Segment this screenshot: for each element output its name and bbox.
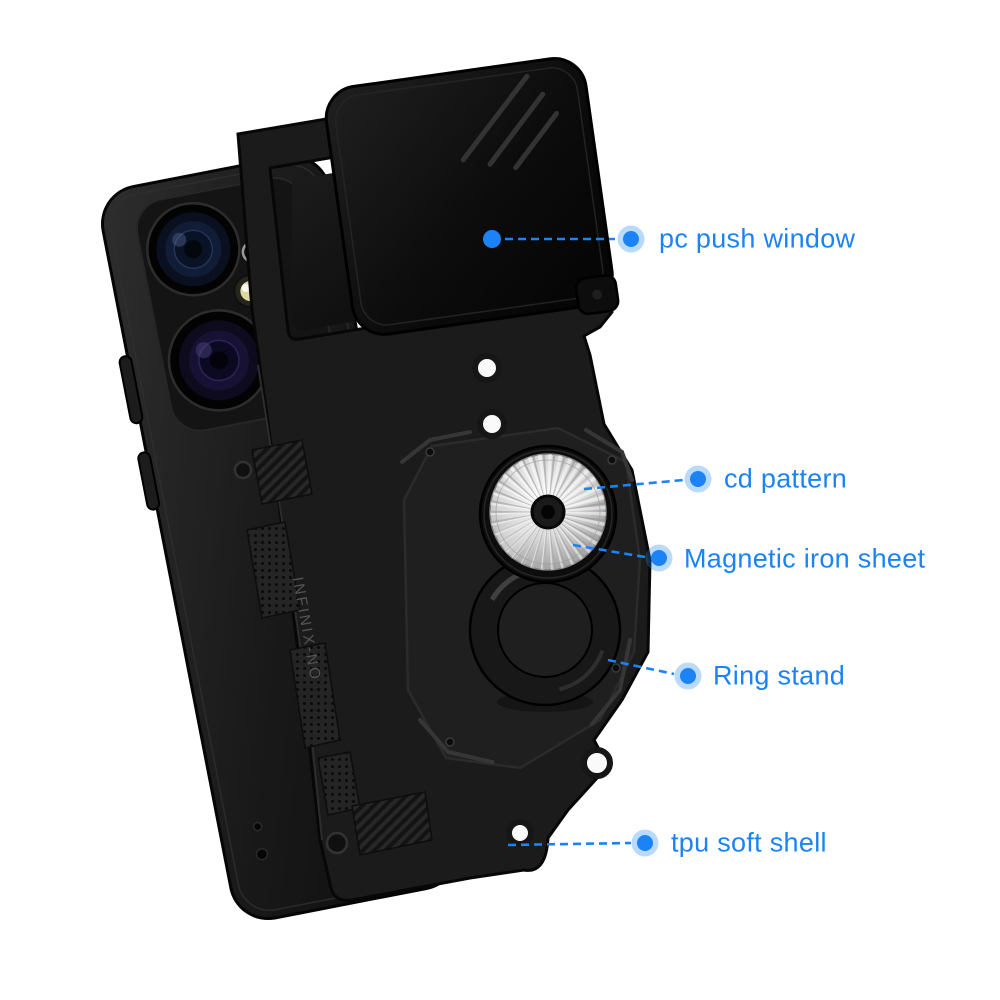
annotation-dot: [690, 471, 706, 487]
armor-rivet: [607, 455, 617, 465]
annotation-label-tpu-soft-shell: tpu soft shell: [671, 827, 827, 858]
mounting-hole: [477, 409, 507, 439]
cover-diagonal-marks: [460, 73, 560, 171]
annotation-leader-line: [583, 478, 685, 491]
annotation-leader-line: [607, 658, 675, 676]
annotation-leader-line: [507, 841, 632, 847]
annotation-label-ring-stand: Ring stand: [713, 660, 846, 691]
cd-sheen: [548, 468, 604, 512]
recessed-detail: [233, 460, 253, 480]
armor-rivet: [425, 447, 435, 457]
mounting-hole: [472, 353, 502, 383]
magnetic-iron-sheet-rim: [483, 449, 613, 579]
annotation-label-pc-push-window: pc push window: [659, 223, 856, 254]
annotation-label-cd-pattern: cd pattern: [724, 463, 848, 494]
cover-tab-notch: [592, 289, 603, 300]
grip-texture-patch: [289, 642, 341, 749]
armor-accent-lines: [400, 428, 634, 764]
grip-texture-patch: [251, 439, 313, 505]
pc-push-window-cover: [324, 57, 620, 336]
annotation-dot: [680, 668, 696, 684]
annotation-dot: [651, 550, 667, 566]
camera-lens-bottom: [167, 309, 271, 412]
annotation-anchor-dot: [483, 230, 501, 248]
armor-rivet: [611, 663, 621, 673]
annotation-pc-push-window: [483, 225, 645, 253]
recessed-detail: [325, 831, 349, 855]
annotation-magnetic-iron-sheet: [572, 543, 673, 572]
camera-lens-top: [146, 201, 241, 297]
cd-pattern-disc: [489, 453, 607, 571]
annotation-dot: [623, 231, 639, 247]
power-button: [137, 451, 161, 511]
mounting-hole: [506, 819, 534, 847]
annotation-tpu-soft-shell: [507, 829, 659, 857]
case-mic-hole: [252, 821, 263, 832]
armor-rivet: [445, 737, 455, 747]
case-port-hole: [255, 847, 269, 861]
annotation-label-magnetic-iron-sheet: Magnetic iron sheet: [684, 543, 926, 574]
annotation-ring-stand: [607, 658, 702, 690]
cd-sheen: [496, 512, 548, 559]
grip-texture-patch: [351, 791, 433, 856]
grip-texture-patch: [246, 521, 301, 619]
volume-button: [118, 355, 144, 425]
annotation-cd-pattern: [583, 465, 712, 493]
mounting-hole: [581, 747, 613, 779]
annotation-dot: [637, 835, 653, 851]
